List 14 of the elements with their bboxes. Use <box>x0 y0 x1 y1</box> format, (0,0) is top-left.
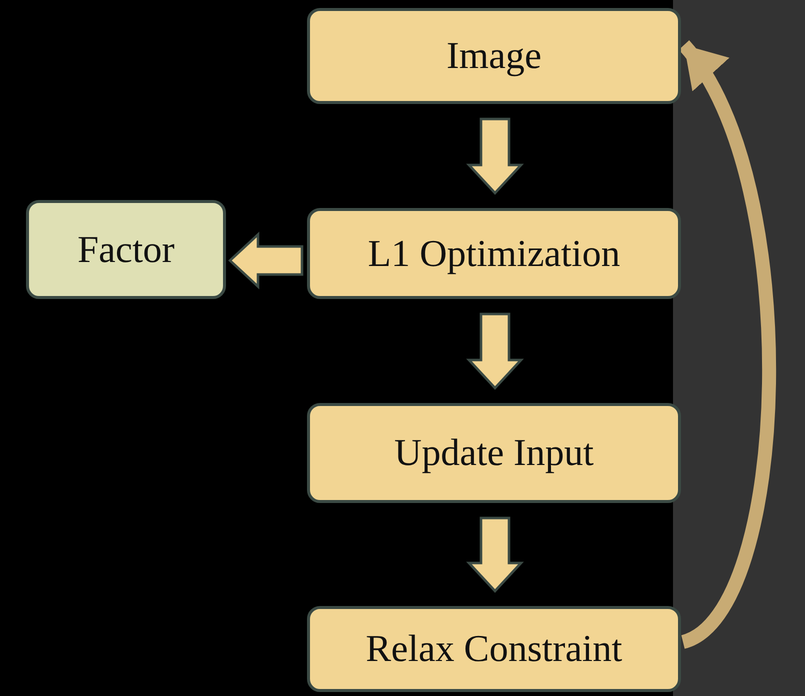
process-box <box>307 606 681 692</box>
box-label: Update Input <box>394 431 594 475</box>
process-box <box>26 200 226 299</box>
block-arrow <box>228 232 304 290</box>
box-label: Relax Constraint <box>366 627 622 671</box>
block-arrow <box>466 118 524 195</box>
box-label: L1 Optimization <box>368 232 620 276</box>
box-label: Factor <box>77 228 175 272</box>
block-arrow <box>466 516 524 593</box>
box-label: Image <box>446 34 542 78</box>
block-arrow <box>466 312 524 390</box>
process-box <box>307 8 681 104</box>
process-box <box>307 403 681 503</box>
process-box <box>307 208 681 299</box>
